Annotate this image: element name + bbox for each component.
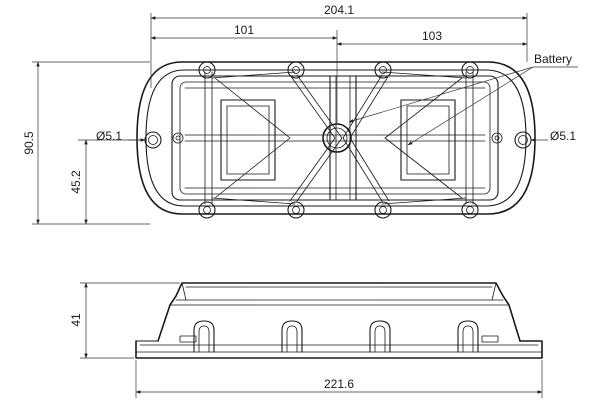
dim-hole-right: Ø5.1 <box>550 129 576 143</box>
mounting-hole-right <box>514 131 532 149</box>
boss-top-3 <box>374 61 392 79</box>
boss-top-1 <box>198 61 216 79</box>
top-view <box>136 61 536 219</box>
dim-overall-width: 204.1 <box>324 3 354 17</box>
boss-bottom-2 <box>287 201 305 219</box>
side-view <box>135 282 543 359</box>
boss-bottom-4 <box>461 201 479 219</box>
boss-side-right <box>491 132 503 144</box>
dim-side-height: 41 <box>69 313 83 327</box>
boss-side-left <box>172 132 184 144</box>
boss-bottom-1 <box>198 201 216 219</box>
side-base-plate <box>135 340 543 359</box>
side-dimensions: 41 221.6 <box>69 282 543 398</box>
dim-side-width: 221.6 <box>324 377 354 391</box>
bolt-bosses <box>172 61 503 219</box>
mounting-hole-left <box>144 131 162 149</box>
top-dimensions: 204.1 101 103 90.5 45.2 Ø5.1 Ø5.1 Batter… <box>22 3 578 225</box>
housing-outline <box>136 61 536 215</box>
boss-top-4 <box>461 61 479 79</box>
left-battery-pocket <box>220 99 276 181</box>
side-lugs <box>193 320 479 353</box>
frame <box>171 71 499 205</box>
dim-center-to-right: 103 <box>422 29 442 43</box>
dim-half-height: 45.2 <box>69 170 83 194</box>
battery-callout: Battery <box>534 52 572 66</box>
center-battery-housing <box>322 75 357 201</box>
right-battery-pocket <box>400 99 456 181</box>
boss-bottom-3 <box>374 201 392 219</box>
dim-height: 90.5 <box>22 131 36 155</box>
dim-left-to-center: 101 <box>234 23 254 37</box>
side-body <box>157 282 521 342</box>
dim-hole-left: Ø5.1 <box>96 129 122 143</box>
housing-inner-line <box>145 69 527 207</box>
boss-top-2 <box>287 61 305 79</box>
